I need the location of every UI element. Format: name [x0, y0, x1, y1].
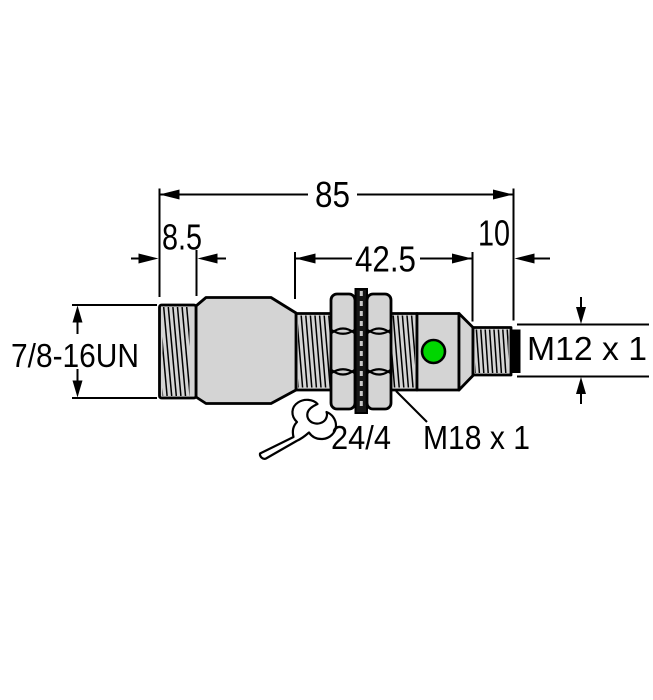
- arrow-up-icon: [576, 377, 586, 394]
- connector-thread-label: M12 x 1: [527, 330, 647, 367]
- dim-connector-length: 10: [478, 213, 550, 264]
- arrow-left-icon: [197, 253, 218, 264]
- arrow-left-icon: [295, 253, 316, 264]
- dim-overall-length: 85: [159, 174, 513, 215]
- sensor-body: [158, 288, 513, 414]
- hex-nut-1: [329, 292, 357, 411]
- leader-line: [395, 390, 428, 423]
- dim-front-thread-value: 8.5: [162, 217, 202, 258]
- extension-lines: [158, 188, 515, 322]
- barrel-thread-callout: M18 x 1: [395, 390, 530, 456]
- housing-body: [194, 296, 298, 405]
- dim-connector-value: 10: [478, 213, 510, 254]
- arrow-up-icon: [72, 305, 83, 323]
- dim-connector-thread-size: M12 x 1: [517, 297, 649, 404]
- lock-washer: [354, 288, 368, 414]
- dim-barrel-length: 42.5: [295, 239, 472, 280]
- wrench-icon: [258, 398, 338, 460]
- m12-thread-hatch: [475, 329, 509, 373]
- arrow-right-icon: [138, 253, 159, 264]
- taper-shoulder: [457, 312, 475, 392]
- arrow-right-icon: [493, 189, 513, 200]
- front-connector-7-8-16un: [158, 303, 198, 400]
- arrow-down-icon: [72, 380, 83, 398]
- connector-tip: [511, 329, 521, 373]
- wrench-size-label: 24/4: [331, 419, 391, 456]
- dim-front-thread-size: 7/8-16UN: [11, 304, 157, 399]
- dim-overall-value: 85: [315, 174, 350, 215]
- front-thread-hatch: [162, 307, 190, 396]
- dim-barrel-value: 42.5: [355, 239, 416, 280]
- arrow-right-icon: [452, 253, 472, 264]
- arrow-left-icon: [159, 189, 180, 200]
- front-thread-label: 7/8-16UN: [11, 337, 139, 374]
- wrench-size-callout: 24/4: [258, 398, 391, 460]
- led-indicator: [420, 338, 447, 365]
- arrow-down-icon: [576, 307, 586, 324]
- dim-front-thread-length: 8.5: [131, 217, 226, 264]
- hex-nut-2: [365, 292, 393, 411]
- barrel-thread-label: M18 x 1: [423, 419, 530, 456]
- arrow-left-icon: [514, 253, 535, 264]
